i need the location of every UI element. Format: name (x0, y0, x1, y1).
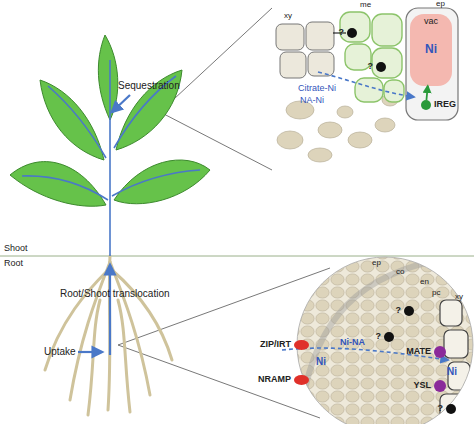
transporter: ? (347, 28, 357, 38)
element-label: Ni (425, 43, 437, 56)
transporter-label: ? (376, 332, 382, 342)
part-label: Sequestration (118, 80, 180, 91)
transporter-label: ? (396, 306, 402, 316)
transporter-label: ? (368, 62, 374, 72)
part-label: Root/Shoot translocation (60, 288, 170, 299)
transporter-label: ZIP/IRT (260, 340, 291, 350)
transporter: ZIP/IRT (294, 340, 309, 350)
part-label: NA-Ni (300, 96, 324, 106)
part-label: Uptake (44, 346, 76, 357)
transporter-label: MATE (406, 347, 431, 357)
part-label: pc (432, 289, 440, 298)
veins (22, 60, 200, 256)
part-label: Root (4, 259, 23, 269)
transporter-label: ? (339, 28, 345, 38)
transporter: MATE (434, 346, 446, 358)
transporter: YSL (434, 380, 446, 392)
transporter: ? (446, 404, 456, 414)
transporter: ? (376, 62, 386, 72)
part-label: Ni (316, 356, 326, 367)
transporter-label: ? (438, 404, 444, 414)
transporter: ? (384, 332, 394, 342)
transporter: ? (404, 306, 414, 316)
transporter: NRAMP (294, 375, 309, 385)
part-label: xy (284, 12, 292, 21)
part-label: ep (436, 0, 445, 9)
divider-line (0, 256, 474, 257)
transporter: IREG (421, 100, 431, 110)
leaf-cells (272, 8, 468, 170)
part-label: Shoot (4, 244, 28, 254)
transporter-label: YSL (413, 381, 431, 391)
part-label: co (396, 268, 404, 277)
part-label: Ni-NA (340, 338, 365, 348)
part-label: Citrate-Ni (298, 84, 336, 94)
vacuole: vacNi (410, 14, 452, 86)
transport-arrow (426, 86, 427, 100)
root-cells (282, 250, 474, 424)
transporter-label: NRAMP (258, 375, 291, 385)
transporter-label: IREG (434, 100, 456, 110)
roots (45, 256, 172, 415)
part-label: Ni (447, 366, 457, 377)
part-label: en (420, 278, 429, 287)
part-label: me (360, 1, 371, 10)
part-label: xy (455, 293, 463, 302)
organelle-name: vac (424, 17, 438, 27)
part-label: ep (372, 259, 381, 268)
flow-arrows (78, 95, 130, 355)
